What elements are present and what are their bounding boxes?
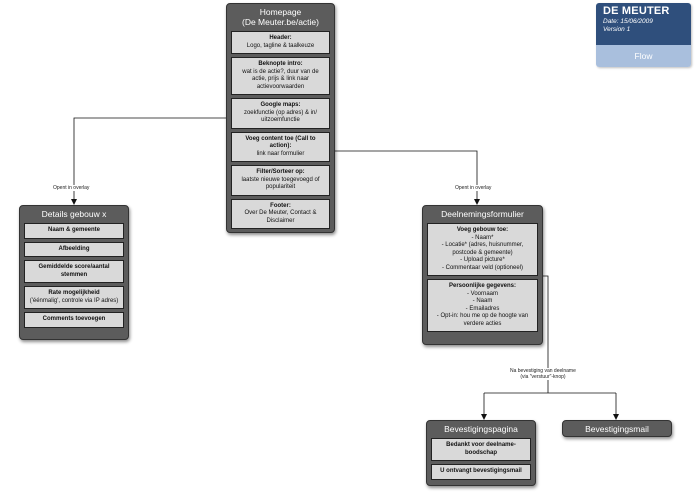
arrow-form-down (543, 275, 549, 393)
brand-flow-label: Flow (596, 45, 691, 67)
homepage-footer-block: Footer: Over De Meuter, Contact & Discla… (231, 198, 330, 229)
intro-body: wat is de actie?, duur van de actie, pri… (242, 68, 319, 90)
confirm-page-title: Bevestigingspagina (444, 424, 518, 434)
content-body: link naar formulier (256, 150, 305, 157)
details-item-name: Naam & gemeente (24, 223, 124, 239)
filter-body: laatste nieuwe toegevoegd of popularitei… (241, 176, 320, 191)
homepage-title-line2: (De Meuter.be/actie) (241, 17, 319, 27)
brand-name: DE MEUTER (603, 5, 670, 17)
content-title: Voeg content toe (Call to action): (245, 135, 316, 150)
overlay-label-right: Opent in overlay (455, 185, 492, 191)
rate-title: Rate mogelijkheid (48, 290, 100, 296)
confirm-mail-title: Bevestigingsmail (585, 424, 649, 434)
form-personal-block: Persoonlijke gegevens: - Voornaam - Naam… (427, 279, 538, 332)
after-confirm-label: Na bevestiging van deelname (via "verstu… (510, 368, 576, 380)
confirm-page-panel: Bevestigingspagina Bedankt voor deelname… (426, 420, 536, 486)
details-title: Details gebouw x (41, 209, 107, 219)
homepage-header-block: Header: Logo, tagline & taalkeuze (231, 31, 330, 54)
pers-line-email: - Emailadres (465, 305, 500, 312)
details-item-comments: Comments toevoegen (24, 312, 124, 328)
brand-version: Version 1 (603, 26, 631, 33)
maps-body: zoekfunctie (op adres) & in/ uitzoemfunc… (243, 109, 318, 124)
homepage-intro-block: Beknopte intro: wat is de actie?, duur v… (231, 57, 330, 95)
details-panel: Details gebouw x Naam & gemeente Afbeeld… (19, 205, 129, 340)
brand-date: Date: 15/06/2009 (603, 18, 653, 25)
homepage-maps-block: Google maps: zoekfunctie (op adres) & in… (231, 98, 330, 129)
homepage-content-block: Voeg content toe (Call to action): link … (231, 131, 330, 162)
header-title: Header: (269, 35, 292, 41)
overlay-label-left: Opent in overlay (53, 185, 90, 191)
footer-body: Over De Meuter, Contact & Disclaimer (244, 210, 317, 224)
rate-body: ('éénmalig', controle via IP adres) (29, 297, 119, 304)
pers-title: Persoonlijke gegevens: (448, 283, 517, 289)
after-confirm-line2: (via "verstuur"-knop) (520, 374, 566, 380)
homepage-filter-block: Filter/Sorteer op: laatste nieuwe toegev… (231, 165, 330, 196)
arrow-homepage-to-details (71, 117, 227, 205)
homepage-title: Homepage (De Meuter.be/actie) (231, 4, 330, 31)
voeg-line-comment: - Commentaar veld (optioneel) (441, 264, 524, 271)
form-panel: Deelnemingsformulier Voeg gebouw toe: - … (422, 205, 543, 345)
after-confirm-line1: Na bevestiging van deelname (510, 368, 576, 374)
form-title: Deelnemingsformulier (441, 209, 524, 219)
homepage-panel: Homepage (De Meuter.be/actie) Header: Lo… (226, 3, 335, 233)
confirm-page-mail-notice: U ontvangt bevestigingsmail (431, 464, 531, 480)
footer-title: Footer: (270, 202, 291, 209)
details-item-score: Gemiddelde score/aantal stemmen (24, 260, 124, 283)
voeg-line-location: - Locatie* (adres, huisnummer, postcode … (441, 242, 524, 256)
pers-line-name: - Naam (472, 298, 493, 304)
pers-line-optin: - Opt-in: hou me op de hoogte van verder… (436, 313, 529, 327)
header-body: Logo, tagline & taalkeuze (246, 42, 315, 49)
brand-block: DE MEUTER Date: 15/06/2009 Version 1 Flo… (596, 3, 691, 67)
voeg-line-upload: - Upload picture* (460, 257, 505, 263)
pers-line-firstname: - Voornaam (466, 290, 499, 297)
voeg-line-name: - Naam* (471, 234, 494, 241)
details-item-image: Afbeelding (24, 241, 124, 257)
confirm-page-thanks: Bedankt voor deelname-boodschap (431, 438, 531, 461)
homepage-title-line1: Homepage (259, 7, 302, 17)
brand-header: DE MEUTER Date: 15/06/2009 Version 1 (596, 3, 691, 45)
voeg-title: Voeg gebouw toe: (456, 227, 509, 233)
maps-title: Google maps: (260, 102, 301, 108)
details-item-rate: Rate mogelijkheid ('éénmalig', controle … (24, 286, 124, 309)
confirm-mail-panel: Bevestigingsmail (562, 420, 672, 437)
filter-title: Filter/Sorteer op: (256, 169, 305, 175)
form-add-building-block: Voeg gebouw toe: - Naam* - Locatie* (adr… (427, 223, 538, 276)
arrow-homepage-to-form (334, 150, 480, 205)
intro-title: Beknopte intro: (258, 61, 303, 67)
